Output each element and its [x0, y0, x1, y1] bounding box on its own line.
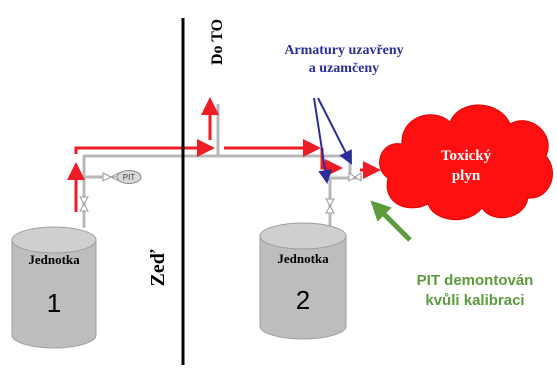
wall-label: Zeď — [147, 249, 169, 286]
cloud-line1: Toxický — [441, 148, 492, 164]
pit-label: PIT — [123, 173, 136, 182]
tank-unit-2: Jednotka 2 — [259, 222, 347, 340]
flow-arrow-header — [74, 139, 215, 157]
valves-note-line1: Armatury uzavřeny — [284, 43, 403, 58]
toxic-gas-cloud: Toxický plyn — [379, 104, 553, 221]
pit-note: PIT demontován kvůli kalibraci — [370, 200, 534, 309]
valves-arrow-2 — [317, 97, 352, 165]
pipework — [82, 104, 362, 232]
unit2-title: Jednotka — [277, 251, 329, 266]
pit-note-arrow — [370, 200, 412, 242]
valve-icon — [79, 172, 362, 214]
pit-note-line1: PIT demontován — [417, 272, 534, 289]
cloud-line2: plyn — [452, 168, 481, 184]
pit-instrument: PIT — [111, 170, 142, 184]
to-label: Do TO — [209, 19, 226, 65]
tank-unit-1: Jednotka 1 — [11, 226, 97, 349]
pit-note-line2: kvůli kalibraci — [425, 292, 524, 309]
unit2-number: 2 — [296, 285, 310, 315]
valves-note-line2: a uzamčeny — [309, 61, 379, 76]
valves-note: Armatury uzavřeny a uzamčeny — [284, 43, 404, 184]
unit1-title: Jednotka — [28, 252, 80, 267]
valves-arrow-1 — [313, 97, 333, 184]
unit1-number: 1 — [47, 288, 61, 318]
